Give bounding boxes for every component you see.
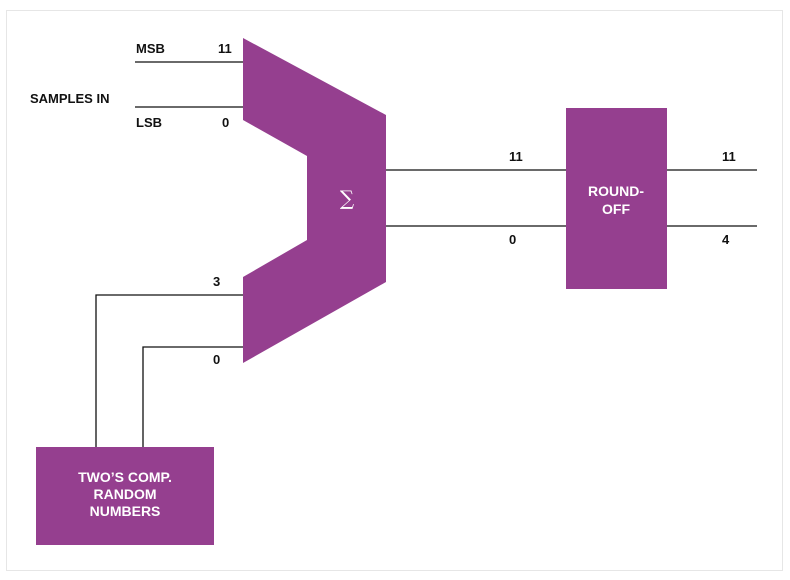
diagram-frame (6, 10, 783, 571)
lsb-label: LSB (136, 115, 162, 130)
sum-bit-11-label: 11 (509, 149, 523, 164)
input-bit-0-label: 0 (222, 115, 229, 130)
out-bit-11-label: 11 (722, 149, 736, 164)
sum-bit-0-label: 0 (509, 232, 516, 247)
out-bit-4-label: 4 (722, 232, 730, 247)
roundoff-label-line1: ROUND- (588, 183, 644, 199)
msb-label: MSB (136, 41, 165, 56)
samples-in-label: SAMPLES IN (30, 91, 109, 106)
random-label-line1: TWO’S COMP. (78, 469, 172, 485)
random-label-line3: NUMBERS (90, 503, 161, 519)
random-bit-0-label: 0 (213, 352, 220, 367)
wire-random-bit-3 (95, 294, 244, 447)
random-bit-3-label: 3 (213, 274, 220, 289)
wire-random-bit-0 (142, 346, 244, 447)
roundoff-block (566, 108, 667, 289)
random-numbers-block (36, 447, 214, 545)
adder-block (243, 38, 386, 363)
input-bit-11-label: 11 (218, 41, 232, 56)
random-label-line2: RANDOM (94, 486, 157, 502)
roundoff-label-line2: OFF (602, 201, 630, 217)
adder-sigma-label: ∑ (340, 186, 355, 210)
